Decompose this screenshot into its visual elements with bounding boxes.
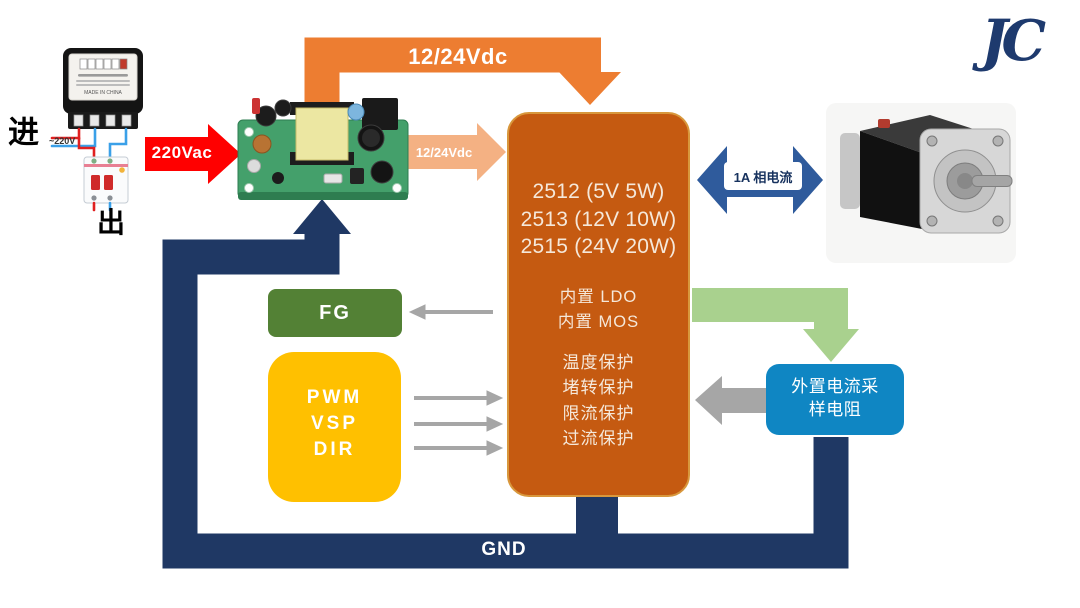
driver-model: 2515 (24V 20W) [520, 235, 677, 258]
fg-label: FG [319, 301, 351, 324]
dc-direct-label: 12/24Vdc [415, 145, 473, 160]
driver-protection: 过流保护 [562, 429, 635, 448]
fg-output-block: FG [268, 289, 402, 337]
pcb-transformer [290, 102, 354, 165]
meter-register [79, 58, 128, 70]
meter-wiring [50, 127, 128, 159]
company-logo: JC [980, 8, 1046, 74]
driver-chip-block: 2512 (5V 5W) 2513 (12V 10W) 2515 (24V 20… [507, 112, 690, 497]
power-supply-pcb-image [237, 98, 409, 200]
mains-voltage-label: ~220V [49, 136, 76, 146]
driver-protection: 堵转保护 [562, 378, 635, 397]
current-sense-return-arrow [695, 376, 766, 425]
gnd-label: GND [481, 539, 527, 560]
control-signal: DIR [313, 439, 356, 460]
phase-current-label: 1A 相电流 [724, 162, 802, 190]
current-sense-resistor-block: 外置电流采 样电阻 [766, 364, 904, 435]
gnd-path [162, 199, 849, 569]
ac-voltage-label: 220Vac [151, 143, 213, 162]
pwm-arrow [414, 390, 504, 406]
dc-loop-arrow [304, 37, 621, 110]
driver-model: 2513 (12V 10W) [520, 207, 677, 231]
meter-made-in-text: MADE IN CHINA [84, 90, 122, 96]
mains-input-label: 进 [8, 115, 39, 150]
dir-arrow [414, 440, 504, 456]
dc-loop-label: 12/24Vdc [408, 44, 508, 69]
driver-model-list: 2512 (5V 5W) 2513 (12V 10W) 2515 (24V 20… [509, 178, 688, 261]
current-sense-feed-arrow [692, 288, 859, 362]
driver-protection: 温度保护 [562, 352, 635, 372]
circuit-breaker-image [83, 156, 129, 204]
control-signal: VSP [310, 413, 359, 434]
meter-terminals [73, 114, 132, 127]
mains-output-label: 出 [97, 207, 126, 238]
ac-arrow [145, 124, 241, 184]
fg-arrow [408, 304, 493, 320]
driver-feature-list: 内置 LDO 内置 MOS [509, 285, 688, 336]
driver-feature: 内置 MOS [557, 313, 640, 331]
stepper-motor-image [826, 103, 1016, 263]
dc-direct-arrow [408, 123, 506, 181]
driver-model: 2512 (5V 5W) [532, 180, 665, 203]
driver-protection-list: 温度保护 堵转保护 限流保护 过流保护 [509, 350, 688, 452]
sense-label-line2: 样电阻 [808, 400, 862, 419]
gnd-to-psu-arrowhead [293, 199, 351, 234]
driver-feature: 内置 LDO [559, 287, 638, 306]
sense-label-line1: 外置电流采 [791, 377, 879, 396]
electric-meter-image: MADE IN CHINA [50, 48, 143, 212]
control-signals-block: PWM VSP DIR [268, 352, 401, 502]
breaker-output-wires [92, 201, 112, 212]
control-signal: PWM [306, 387, 363, 408]
gnd-driver-stub [576, 497, 618, 547]
driver-protection: 限流保护 [562, 403, 635, 423]
vsp-arrow [414, 416, 504, 432]
